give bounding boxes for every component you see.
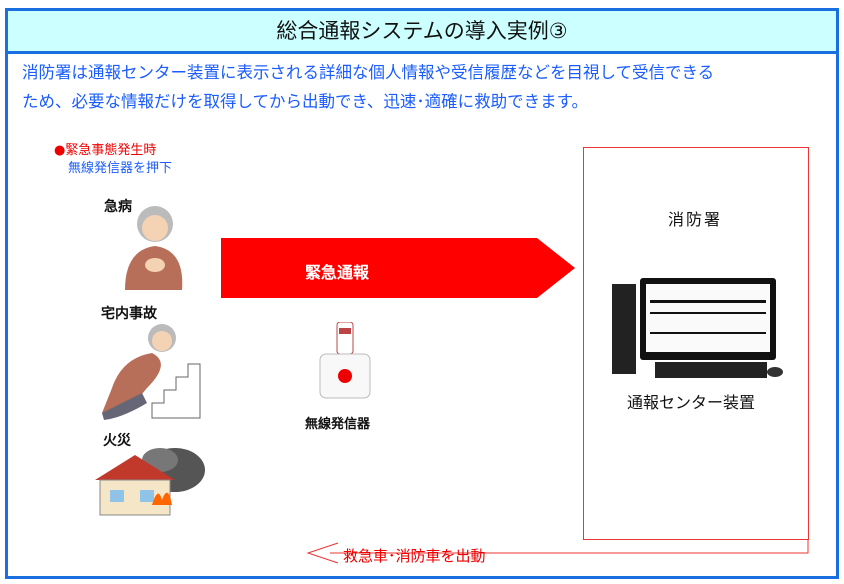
center-label: 通報センター装置 (627, 393, 756, 412)
computer-icon (612, 278, 783, 378)
arrow-label: 緊急通報 (305, 263, 370, 282)
dispatch-arrow (306, 540, 809, 564)
description: 消防署は通報センター装置に表示される詳細な個人情報や受信履歴などを目視して受信で… (22, 58, 822, 116)
dispatch-label: 救急車･消防車を出動 (343, 547, 486, 565)
trigger-line2: 無線発信器を押下 (68, 161, 173, 176)
description-line: ため、必要な情報だけを取得してから出動でき、迅速･適確に救助できます。 (22, 92, 588, 111)
wireless-transmitter-icon (319, 322, 371, 399)
elderly-fall-icon (102, 324, 201, 420)
house-fire-icon (95, 448, 205, 516)
description-line: 消防署は通報センター装置に表示される詳細な個人情報や受信履歴などを目視して受信で… (22, 63, 715, 82)
case-home-accident: 宅内事故 (101, 306, 157, 322)
diagram-frame: 総合通報システムの導入実例③ (5, 8, 839, 579)
device-label: 無線発信器 (305, 417, 371, 432)
case-fire: 火災 (103, 433, 131, 449)
elderly-illness-icon (125, 206, 183, 290)
trigger-line1: ●緊急事態発生時 (54, 143, 157, 158)
page-title: 総合通報システムの導入実例③ (8, 11, 836, 54)
case-illness: 急病 (104, 199, 132, 215)
fire-station-label: 消防署 (668, 210, 723, 229)
fire-station-box (583, 147, 809, 540)
emergency-report-arrow (221, 238, 575, 298)
